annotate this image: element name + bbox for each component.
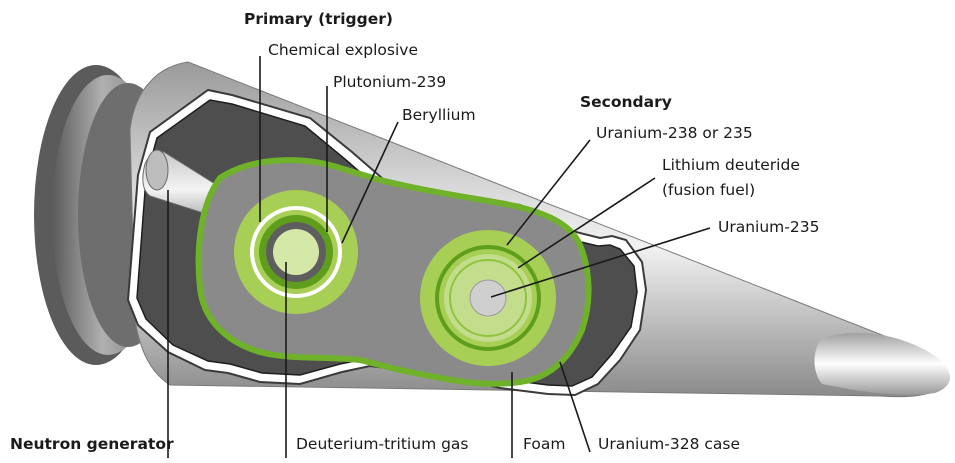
label-deuterium-tritium: Deuterium-tritium gas [296, 435, 469, 453]
labels: Primary (trigger) Chemical explosive Plu… [10, 10, 819, 453]
label-foam: Foam [523, 435, 565, 453]
leader-uranium-238 [506, 139, 591, 246]
label-chemical-explosive: Chemical explosive [268, 41, 418, 59]
leader-beryllium [341, 121, 399, 244]
label-lithium-deuteride: Lithium deuteride [662, 156, 800, 174]
deuterium-tritium-core [273, 229, 319, 275]
primary-white-ring [250, 206, 342, 298]
secondary-inner-ring [435, 245, 541, 351]
label-uranium-238-or-235: Uranium-238 or 235 [596, 124, 753, 142]
lithium-inner-ring [449, 259, 527, 337]
uranium-235-sparkplug [469, 279, 507, 317]
secondary-assembly [420, 230, 556, 366]
primary-assembly [234, 190, 358, 314]
label-uranium-235: Uranium-235 [718, 218, 819, 236]
primary-heading: Primary (trigger) [244, 10, 393, 28]
leader-lines [167, 56, 711, 458]
nose-tip [814, 332, 950, 395]
leader-uranium-235 [490, 227, 711, 298]
neutron-generator-heading: Neutron generator [10, 435, 174, 453]
label-uranium-case: Uranium-328 case [598, 435, 740, 453]
label-fusion-fuel: (fusion fuel) [662, 181, 755, 199]
label-plutonium: Plutonium-239 [333, 73, 446, 91]
leader-uranium-case [559, 361, 591, 453]
neutron-generator-cap [145, 149, 169, 191]
secondary-heading: Secondary [580, 93, 672, 111]
label-beryllium: Beryllium [402, 106, 476, 124]
leader-lithium-deuteride [517, 177, 656, 269]
